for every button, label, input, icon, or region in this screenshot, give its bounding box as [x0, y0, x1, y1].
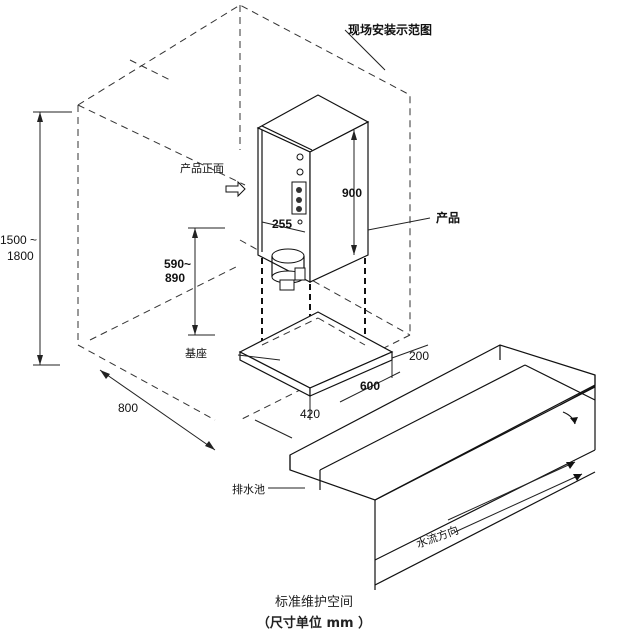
- product-width-dimension: [261, 221, 306, 233]
- height-range-line1: 1500 ~: [0, 233, 37, 247]
- base-label: 基座: [185, 346, 207, 360]
- flow-direction-label: 水流方向: [414, 523, 460, 551]
- product-width-value: 255: [272, 217, 292, 231]
- base-depth-value: 420: [300, 407, 320, 421]
- pump-unit: [271, 248, 306, 291]
- room-depth-value: 800: [118, 401, 138, 415]
- control-panel: [291, 153, 307, 225]
- caption-unit-note: （尺寸单位 mm ）: [256, 616, 372, 631]
- side-clearance-value: 200: [409, 349, 429, 363]
- caption-maintenance-space: 标准维护空间: [274, 595, 353, 610]
- product-label: 产品: [436, 210, 460, 225]
- base-plate: [238, 311, 394, 397]
- drain-label: 排水池: [232, 482, 265, 496]
- drain-trough: [289, 344, 596, 590]
- diagram-title: 现场安装示范图: [348, 22, 432, 37]
- mount-range-line1: 590~: [164, 257, 191, 271]
- height-range-line2: 1800: [7, 249, 34, 263]
- base-width-value: 600: [360, 379, 380, 393]
- base-dimension-lines: [99, 344, 429, 451]
- flow-arrows: [447, 461, 583, 533]
- leader-lines: [225, 29, 431, 489]
- product-height-dimension: [351, 130, 357, 255]
- mount-height-dimension-line: [188, 227, 225, 336]
- product-height-value: 900: [342, 186, 362, 200]
- product-front-label: 产品正面: [180, 161, 224, 175]
- maintenance-space-outline: [77, 4, 411, 421]
- height-dimension-line: [33, 111, 72, 366]
- mount-range-line2: 890: [165, 271, 185, 285]
